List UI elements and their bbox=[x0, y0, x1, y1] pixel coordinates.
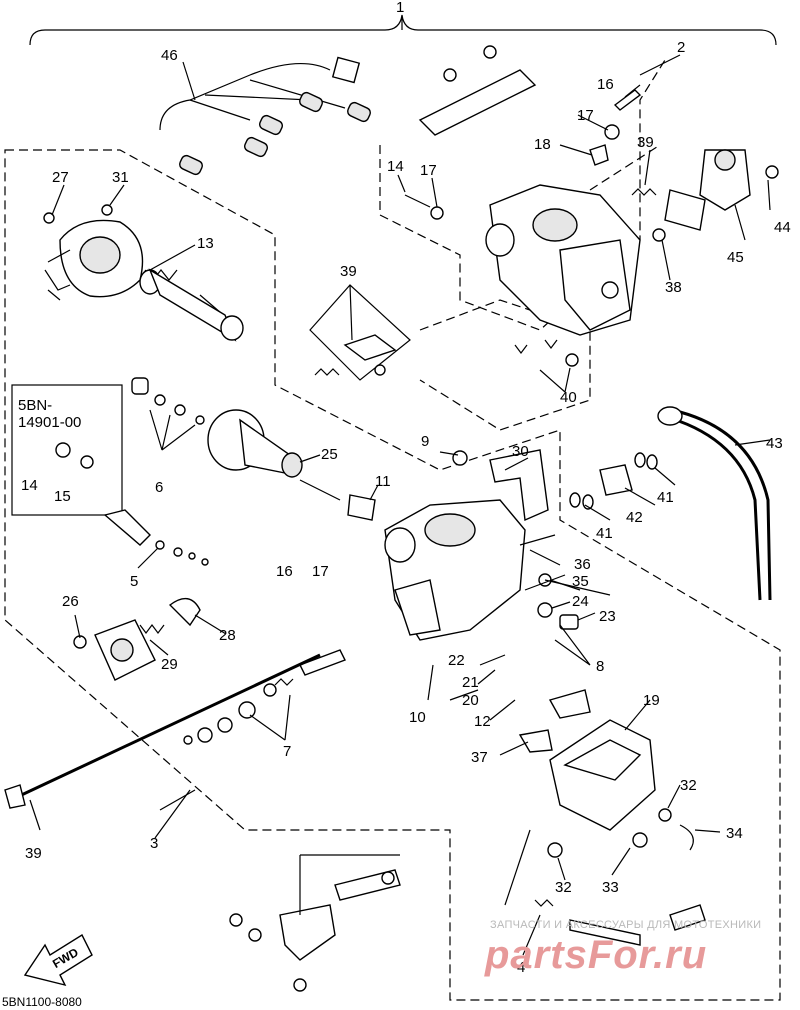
fwd-arrow-icon: FWD bbox=[23, 933, 93, 987]
callout-21: 21 bbox=[462, 674, 479, 691]
callout-29: 29 bbox=[161, 656, 178, 673]
callout-16a: 16 bbox=[597, 76, 614, 93]
callout-24: 24 bbox=[572, 593, 589, 610]
callout-25: 25 bbox=[321, 446, 338, 463]
callout-32a: 32 bbox=[680, 777, 697, 794]
callout-16b: 16 bbox=[276, 563, 293, 580]
callout-34: 34 bbox=[726, 825, 743, 842]
callout-14b: 14 bbox=[21, 477, 38, 494]
callout-11: 11 bbox=[375, 473, 391, 490]
group-outlines bbox=[4, 59, 781, 1001]
callout-39c: 39 bbox=[25, 845, 42, 862]
diaphragm-piston bbox=[131, 377, 341, 501]
callout-30: 30 bbox=[512, 443, 529, 460]
callout-7: 7 bbox=[283, 743, 291, 760]
callout-41a: 41 bbox=[657, 489, 674, 506]
callout-20: 20 bbox=[462, 692, 479, 709]
callout-41b: 41 bbox=[596, 525, 613, 542]
callout-23: 23 bbox=[599, 608, 616, 625]
callout-17b: 17 bbox=[420, 162, 437, 179]
callout-9: 9 bbox=[421, 433, 429, 450]
callout-35: 35 bbox=[572, 573, 589, 590]
callout-40: 40 bbox=[560, 389, 577, 406]
wire-harness bbox=[159, 56, 371, 176]
lower-left-parts bbox=[4, 509, 346, 809]
bottom-bracket bbox=[229, 854, 401, 992]
kit-box-line2: 14901-00 bbox=[18, 414, 81, 431]
upper-carburetor-body bbox=[404, 45, 779, 367]
callout-13: 13 bbox=[197, 235, 214, 252]
callout-26: 26 bbox=[62, 593, 79, 610]
callout-37: 37 bbox=[471, 749, 488, 766]
callout-8: 8 bbox=[596, 658, 604, 675]
callout-45: 45 bbox=[727, 249, 744, 266]
repair-kit-box bbox=[11, 384, 123, 516]
callout-5: 5 bbox=[130, 573, 138, 590]
callout-22: 22 bbox=[448, 652, 465, 669]
linkage-middle bbox=[309, 284, 411, 381]
callout-4: 4 bbox=[517, 959, 525, 976]
callout-31: 31 bbox=[112, 169, 129, 186]
callout-2: 2 bbox=[677, 39, 685, 56]
callout-32b: 32 bbox=[555, 879, 572, 896]
callout-17c: 17 bbox=[312, 563, 329, 580]
callout-14a: 14 bbox=[387, 158, 404, 175]
callout-19: 19 bbox=[643, 692, 660, 709]
leader-lines bbox=[29, 18, 771, 956]
callout-33: 33 bbox=[602, 879, 619, 896]
callout-17a: 17 bbox=[577, 107, 594, 124]
callout-3: 3 bbox=[150, 835, 158, 852]
callout-36: 36 bbox=[574, 556, 591, 573]
diagram-code: 5BN1100-8080 bbox=[2, 995, 82, 1009]
assembly-bracket bbox=[29, 14, 777, 46]
watermark-logo: partsFor.ru bbox=[484, 933, 707, 977]
callout-46: 46 bbox=[161, 47, 178, 64]
callout-15: 15 bbox=[54, 488, 71, 505]
float-bowl-parts bbox=[504, 689, 706, 946]
callout-6: 6 bbox=[155, 479, 163, 496]
callout-12: 12 bbox=[474, 713, 491, 730]
callout-39a: 39 bbox=[637, 134, 654, 151]
callout-39b: 39 bbox=[340, 263, 357, 280]
callout-28: 28 bbox=[219, 627, 236, 644]
callout-18: 18 bbox=[534, 136, 551, 153]
callout-1: 1 bbox=[396, 0, 404, 16]
callout-10: 10 bbox=[409, 709, 426, 726]
callout-44: 44 bbox=[774, 219, 791, 236]
kit-box-line1: 5BN- bbox=[18, 397, 52, 414]
upper-diaphragm-cover bbox=[43, 204, 244, 342]
callout-27: 27 bbox=[52, 169, 69, 186]
main-carburetor-body bbox=[347, 449, 579, 641]
watermark-caption: ЗАПЧАСТИ И АКСЕССУАРЫ ДЛЯ МОТОТЕХНИКИ bbox=[490, 919, 761, 931]
callout-42: 42 bbox=[626, 509, 643, 526]
callout-38: 38 bbox=[665, 279, 682, 296]
callout-labels: 1 2 3 4 5 6 7 8 9 10 11 12 13 14 14 15 1… bbox=[21, 0, 791, 976]
fuel-hose bbox=[569, 406, 772, 601]
callout-43: 43 bbox=[766, 435, 783, 452]
